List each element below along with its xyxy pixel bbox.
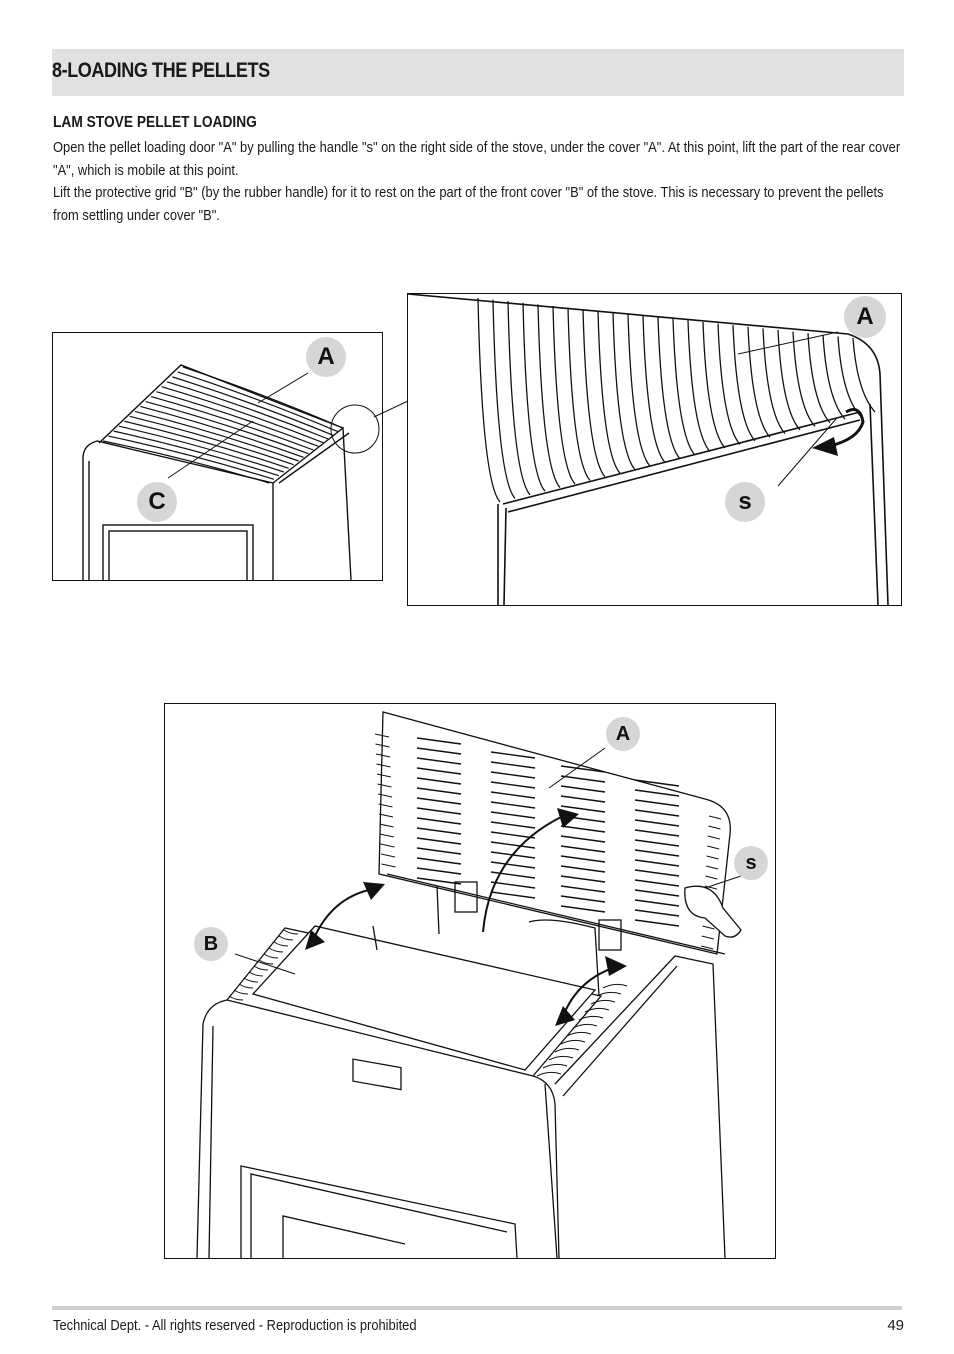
zoom-connector: [373, 400, 409, 418]
footer-rule: [52, 1306, 902, 1310]
section-title: 8-LOADING THE PELLETS: [52, 59, 270, 82]
figure-open-stove: A s B: [164, 703, 776, 1259]
stove-top-drawing: [82, 364, 380, 580]
open-stove-drawing: [196, 711, 742, 1258]
callout-label-a: A: [606, 717, 640, 751]
subheading: LAM STOVE PELLET LOADING: [53, 114, 257, 131]
section-header-bar: [52, 49, 904, 96]
paragraph-door-opening: Open the pellet loading door "A" by pull…: [53, 139, 901, 179]
handle-detail-drawing: [408, 294, 889, 605]
callout-label-a: A: [844, 296, 886, 338]
footer-copyright: Technical Dept. - All rights reserved - …: [53, 1317, 417, 1334]
callout-label-s: s: [734, 846, 768, 880]
callout-label-a: A: [306, 337, 346, 377]
page-number: 49: [887, 1317, 904, 1334]
figure-handle-detail: A s: [407, 293, 902, 606]
callout-label-s: s: [725, 482, 765, 522]
callout-label-b: B: [194, 927, 228, 961]
callout-label-c: C: [137, 482, 177, 522]
figure-stove-top: A C: [52, 332, 383, 581]
paragraph-protective-grid: Lift the protective grid "B" (by the rub…: [53, 184, 884, 224]
